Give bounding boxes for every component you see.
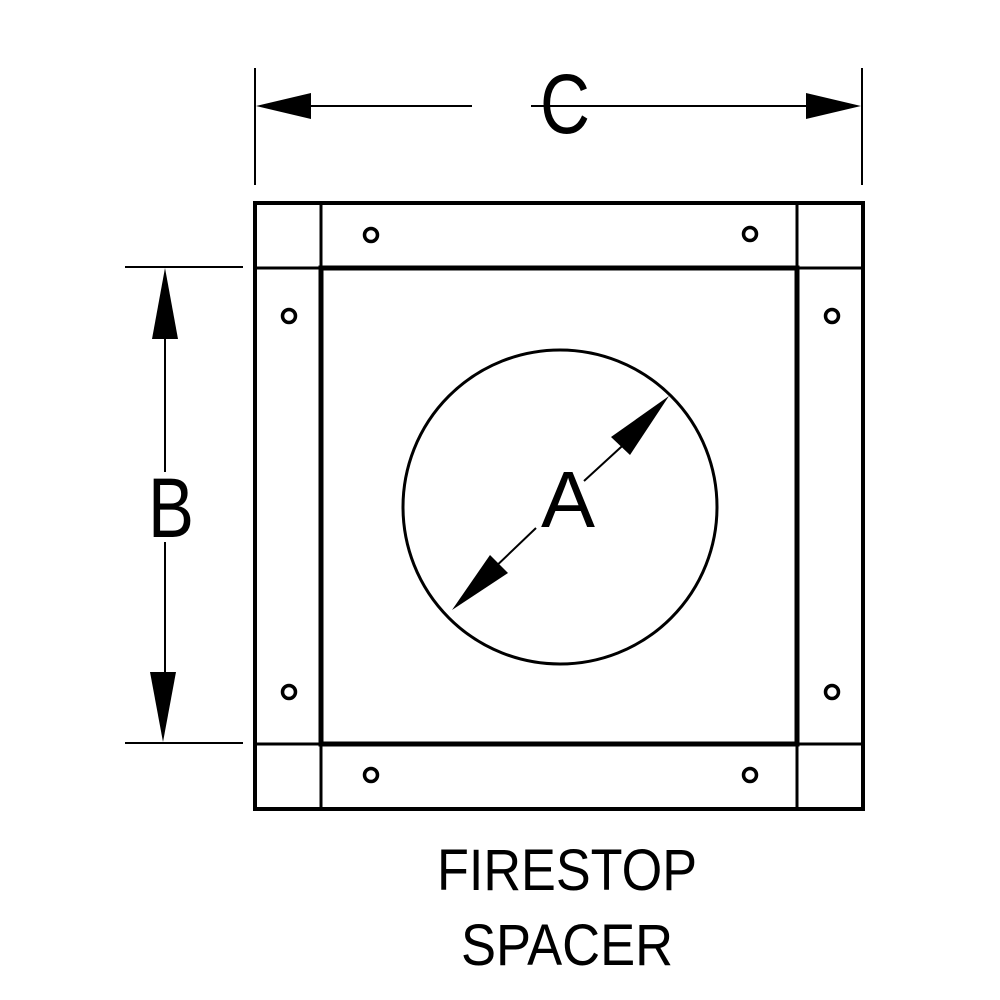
b-label: B (148, 461, 194, 555)
inner-square-outline (318, 265, 800, 747)
c-arrow-right-icon (806, 93, 861, 119)
hole-right-bottom (823, 683, 841, 701)
a-label: A (541, 455, 596, 544)
spacer-plate (253, 201, 865, 811)
hole-top-right (741, 225, 759, 243)
caption: FIRESTOP SPACER (437, 838, 697, 978)
b-arrow-down-icon (150, 672, 176, 742)
c-arrow-left-icon (256, 93, 311, 119)
outer-plate-outline (253, 201, 865, 811)
hole-right-top (823, 307, 841, 325)
hole-left-bottom (280, 683, 298, 701)
hole-left-top (280, 307, 298, 325)
center-opening (401, 348, 719, 666)
a-arrow-upper-right-icon (611, 396, 669, 455)
dimension-a: A (452, 396, 669, 610)
a-arrow-lower-left-icon (452, 555, 508, 610)
hole-top-left (362, 226, 380, 244)
c-label: C (540, 57, 590, 151)
mounting-holes (280, 225, 841, 784)
b-arrow-up-icon (152, 268, 178, 339)
hole-bottom-left (362, 766, 380, 784)
dimension-c: C (254, 57, 863, 185)
dimension-b: B (125, 266, 243, 744)
hole-bottom-right (741, 766, 759, 784)
caption-line-2: SPACER (461, 913, 673, 978)
caption-line-1: FIRESTOP (437, 838, 697, 903)
